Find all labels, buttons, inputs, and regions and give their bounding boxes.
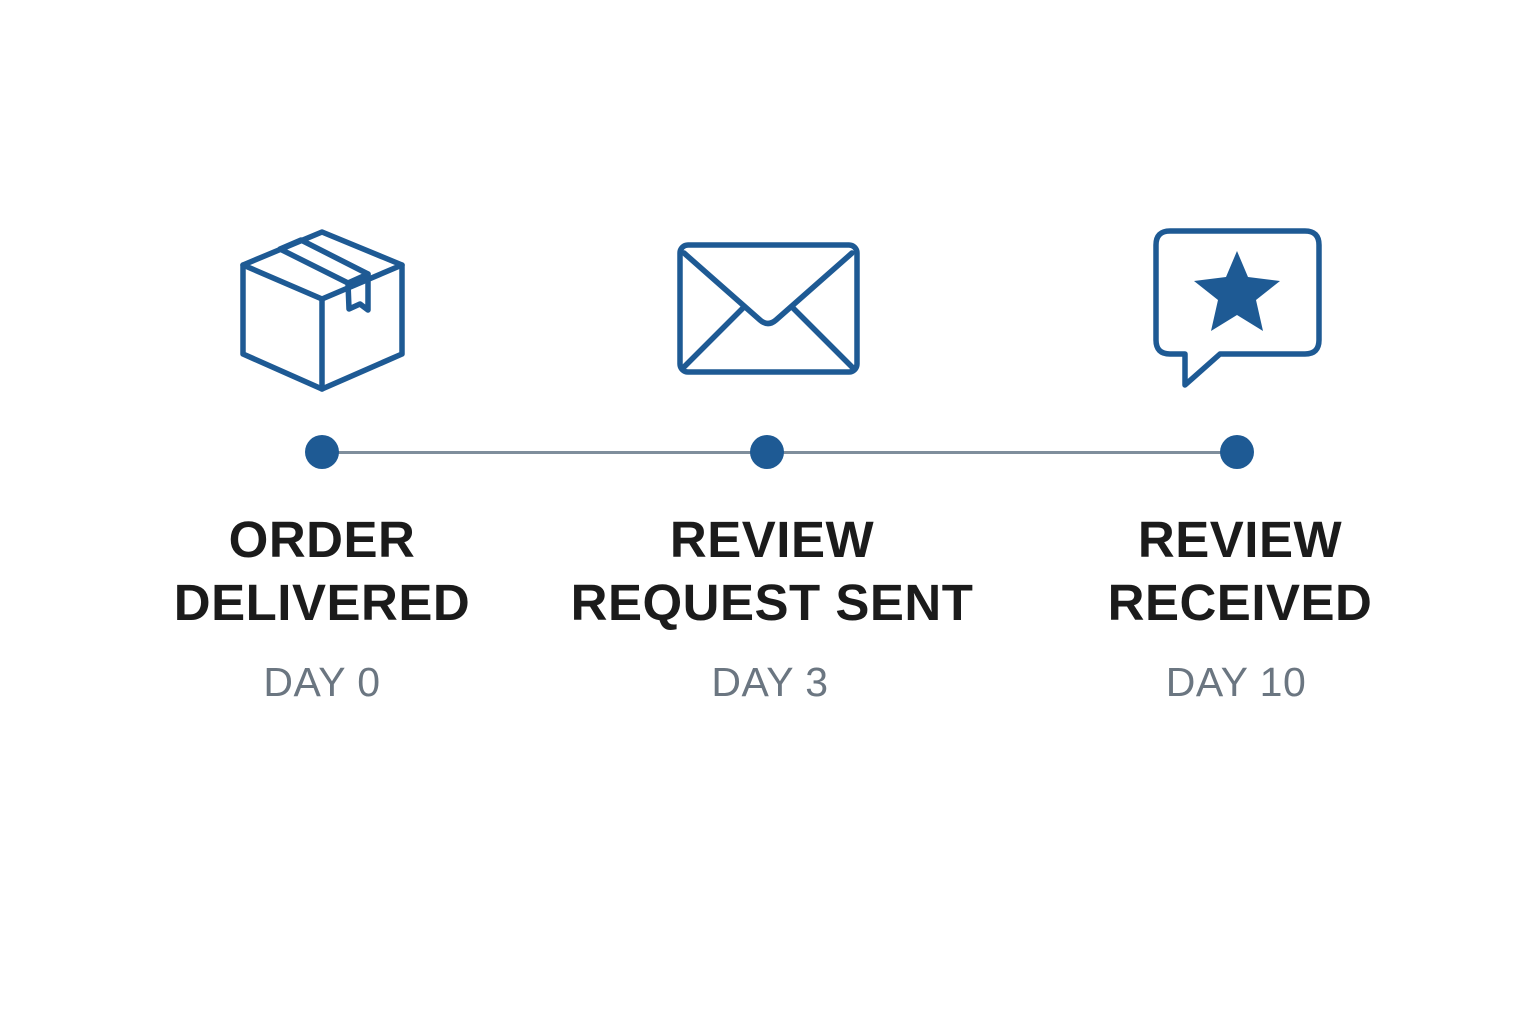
- step-title-line: REVIEW: [1137, 511, 1343, 568]
- step-title-line: DELIVERED: [173, 574, 471, 631]
- step-day-label: DAY 3: [711, 659, 829, 705]
- star-chat-bubble-svg: [1153, 228, 1322, 388]
- package-box-icon: [236, 225, 408, 395]
- step-day-label: DAY 0: [263, 659, 381, 705]
- package-box-svg: [240, 229, 405, 392]
- step-day-label: DAY 10: [1165, 659, 1307, 705]
- step-title-review-received: REVIEW RECEIVED: [1020, 508, 1460, 634]
- step-title-line: RECEIVED: [1107, 574, 1373, 631]
- envelope-svg: [677, 242, 860, 375]
- star-chat-bubble-icon: [1148, 224, 1328, 392]
- star-icon: [1194, 251, 1280, 331]
- step-title-order-delivered: ORDER DELIVERED: [102, 508, 542, 634]
- step-title-line: REQUEST SENT: [570, 574, 974, 631]
- timeline-dot-day-10: [1220, 435, 1254, 469]
- envelope-icon: [674, 240, 864, 380]
- step-title-line: REVIEW: [669, 511, 875, 568]
- step-title-review-request-sent: REVIEW REQUEST SENT: [552, 508, 992, 634]
- step-title-line: ORDER: [228, 511, 416, 568]
- timeline-dot-day-0: [305, 435, 339, 469]
- timeline-dot-day-3: [750, 435, 784, 469]
